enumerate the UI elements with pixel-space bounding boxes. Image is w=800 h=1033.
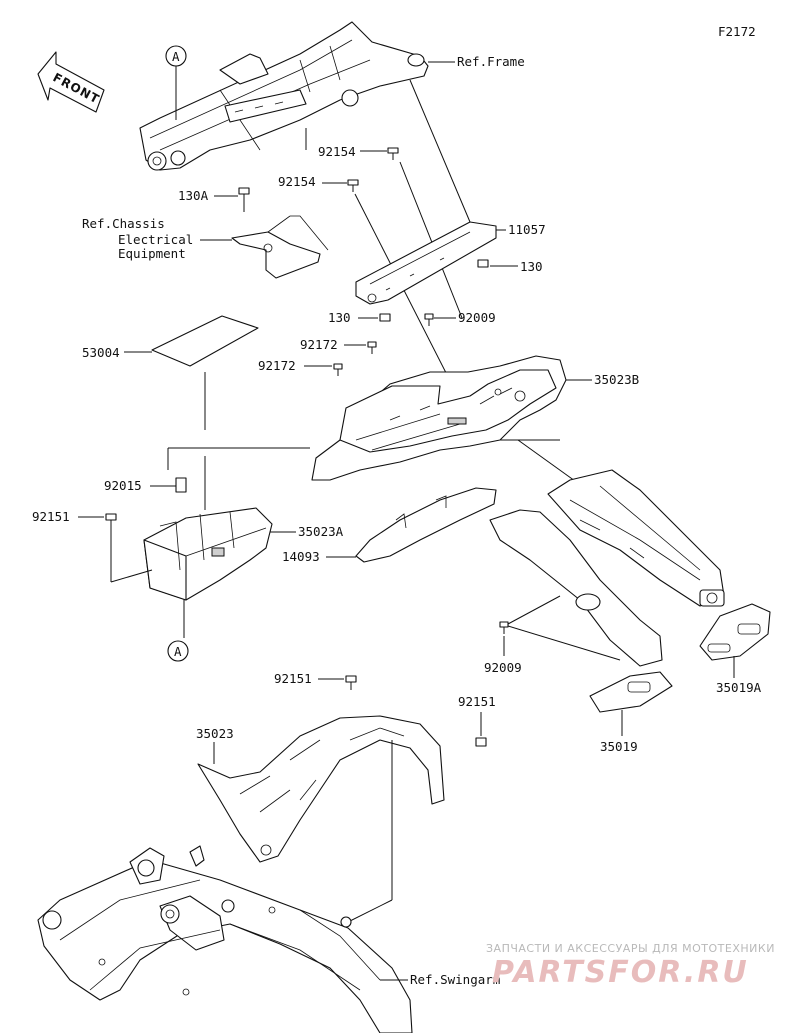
callout-a-bottom: A [167,640,189,662]
reflector-bracket-35019a: 35019A [699,603,771,695]
screw-92151-mid: 92151 [274,671,357,690]
svg-text:A: A [172,49,180,64]
leader-92154a [399,161,463,319]
tail-fender [489,469,725,667]
svg-text:92154: 92154 [318,144,356,159]
bolt-130-right: 130 [477,259,543,274]
svg-text:92009: 92009 [458,310,496,325]
callout-a-top: A [165,45,187,120]
screw-92151-left: 92151 [32,509,153,583]
svg-text:35019: 35019 [600,739,638,754]
watermark-tagline: ЗАПЧАСТИ И АКСЕССУАРЫ ДЛЯ МОТОТЕХНИКИ [486,942,775,955]
front-arrow-icon: FRONT [37,51,105,113]
ref-chassis-label: Ref.Chassis Electrical Equipment [82,216,232,261]
svg-text:92151: 92151 [274,671,312,686]
bolt-130-left: 130 [328,310,391,325]
svg-text:35023: 35023 [196,726,234,741]
bracket-11057: 11057 [355,79,546,305]
frame-illustration [139,21,429,171]
screw-92172-b: 92172 [258,358,343,376]
reflector-bracket-35019: 35019 [589,671,673,754]
watermark-logo: PARTSFOR.RU [492,955,749,990]
screw-92151-right: 92151 [458,694,496,747]
svg-text:130: 130 [520,259,543,274]
svg-text:92154: 92154 [278,174,316,189]
svg-text:92151: 92151 [458,694,496,709]
svg-text:Electrical: Electrical [118,232,193,247]
figure-code: F2172 [718,24,756,39]
screw-92009-lower: 92009 [484,595,621,675]
svg-text:92172: 92172 [300,337,338,352]
svg-text:92015: 92015 [104,478,142,493]
svg-text:Ref.Frame: Ref.Frame [457,54,525,69]
pad-53004: 53004 [82,315,259,430]
svg-text:92009: 92009 [484,660,522,675]
svg-text:35023A: 35023A [298,524,344,539]
screw-92172-a: 92172 [300,337,377,354]
svg-text:130A: 130A [178,188,209,203]
assembly-leader [167,447,310,510]
svg-text:A: A [174,644,182,659]
svg-text:53004: 53004 [82,345,120,360]
tray-guide-line-2 [517,439,583,487]
screw-92009-upper: 92009 [424,310,496,326]
svg-text:14093: 14093 [282,549,320,564]
cover-14093: 14093 [282,487,497,564]
swingarm-illustration [37,845,413,1033]
bolt-92154-b: 92154 [278,174,359,192]
svg-text:Ref.Swingarm: Ref.Swingarm [410,972,500,987]
bolt-92154-a: 92154 [318,144,399,160]
svg-text:35019A: 35019A [716,680,762,695]
svg-text:Equipment: Equipment [118,246,186,261]
svg-text:11057: 11057 [508,222,546,237]
rear-tray-35023b: 35023B [311,355,639,481]
svg-text:92172: 92172 [258,358,296,373]
chassis-bracket [231,215,329,279]
svg-text:Ref.Chassis: Ref.Chassis [82,216,165,231]
svg-text:92151: 92151 [32,509,70,524]
battery-box-35023a: 35023A [143,507,344,638]
svg-text:130: 130 [328,310,351,325]
ref-swingarm-label: Ref.Swingarm [380,972,500,987]
svg-text:35023B: 35023B [594,372,639,387]
inner-fender-35023: 35023 [196,715,445,925]
bolt-130a: 130A [178,187,250,212]
ref-frame-label: Ref.Frame [428,54,525,69]
damper-92015: 92015 [104,477,187,493]
